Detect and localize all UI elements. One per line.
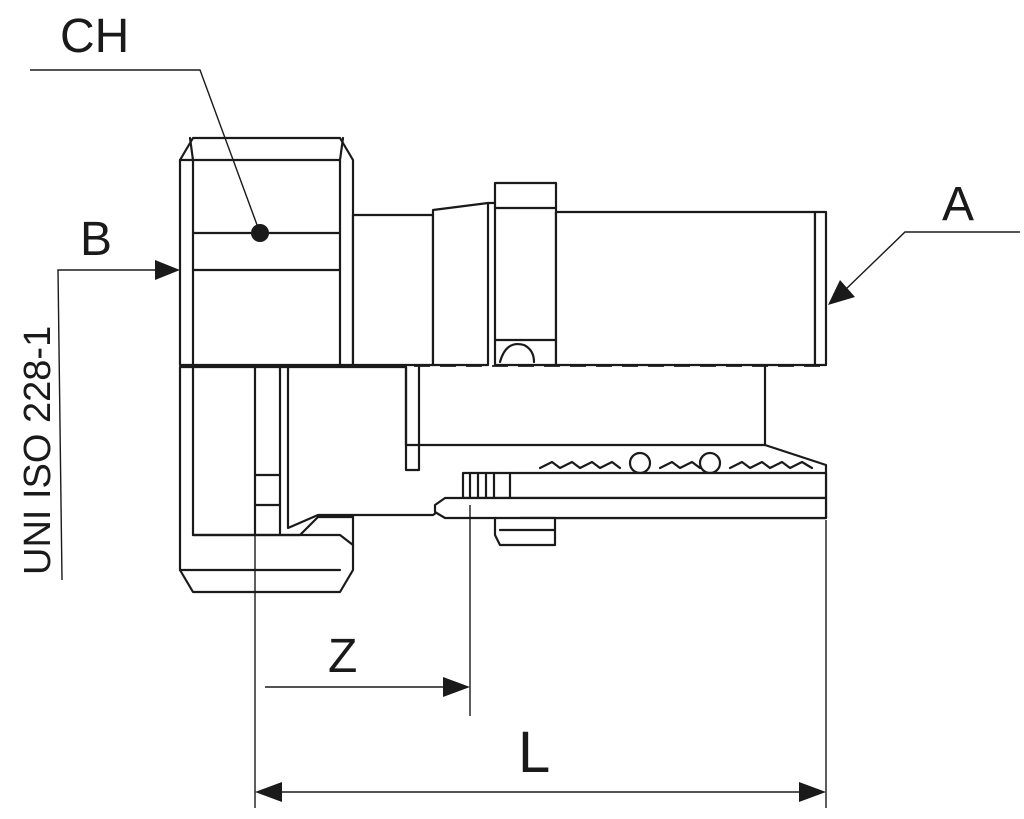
o-ring-2 [698, 451, 722, 475]
body-bore-lines [404, 365, 767, 447]
label-ch: CH [60, 10, 129, 63]
grip-teeth [538, 460, 814, 470]
hex-nut-lower-thread [191, 515, 355, 537]
hex-nut-upper [178, 136, 355, 367]
retaining-clip [493, 516, 557, 547]
o-ring-1 [628, 451, 652, 475]
leader-a [828, 231, 1020, 305]
leader-ch [30, 69, 269, 242]
label-a: A [942, 178, 974, 231]
dim-l-arrow-left [255, 782, 282, 802]
pipe-insert [461, 471, 828, 500]
label-l: L [518, 720, 550, 785]
dim-z-arrow [443, 677, 470, 697]
hex-nut-upper-chamfer [178, 136, 345, 367]
fitting-section-view [178, 365, 828, 594]
leader-ch-dot [251, 224, 269, 242]
leader-b-arrow [155, 260, 180, 280]
neck-upper [351, 213, 435, 367]
nut-lower-flats [253, 365, 282, 537]
sleeve-lip-upper [813, 210, 828, 367]
fitting-external-view [178, 136, 828, 367]
dimension-l [255, 520, 827, 808]
collar-notch [498, 343, 536, 364]
collar-upper-groove [486, 201, 558, 342]
leader-a-arrow [828, 280, 855, 305]
leader-b [57, 260, 180, 581]
collar-upper [493, 181, 558, 367]
label-z: Z [328, 630, 357, 683]
label-thread-standard: UNI ISO 228-1 [17, 326, 59, 575]
press-sleeve-upper [554, 210, 817, 367]
dim-l-arrow-right [799, 782, 826, 802]
leader-ch-line [30, 69, 261, 234]
leader-b-line [57, 269, 160, 581]
taper-ring-upper [431, 201, 490, 367]
press-sleeve-lower [433, 496, 828, 527]
dimension-z [254, 505, 471, 808]
label-b: B [80, 213, 112, 266]
leader-a-line [844, 231, 1020, 291]
pipe-insert-ribs [468, 471, 512, 500]
